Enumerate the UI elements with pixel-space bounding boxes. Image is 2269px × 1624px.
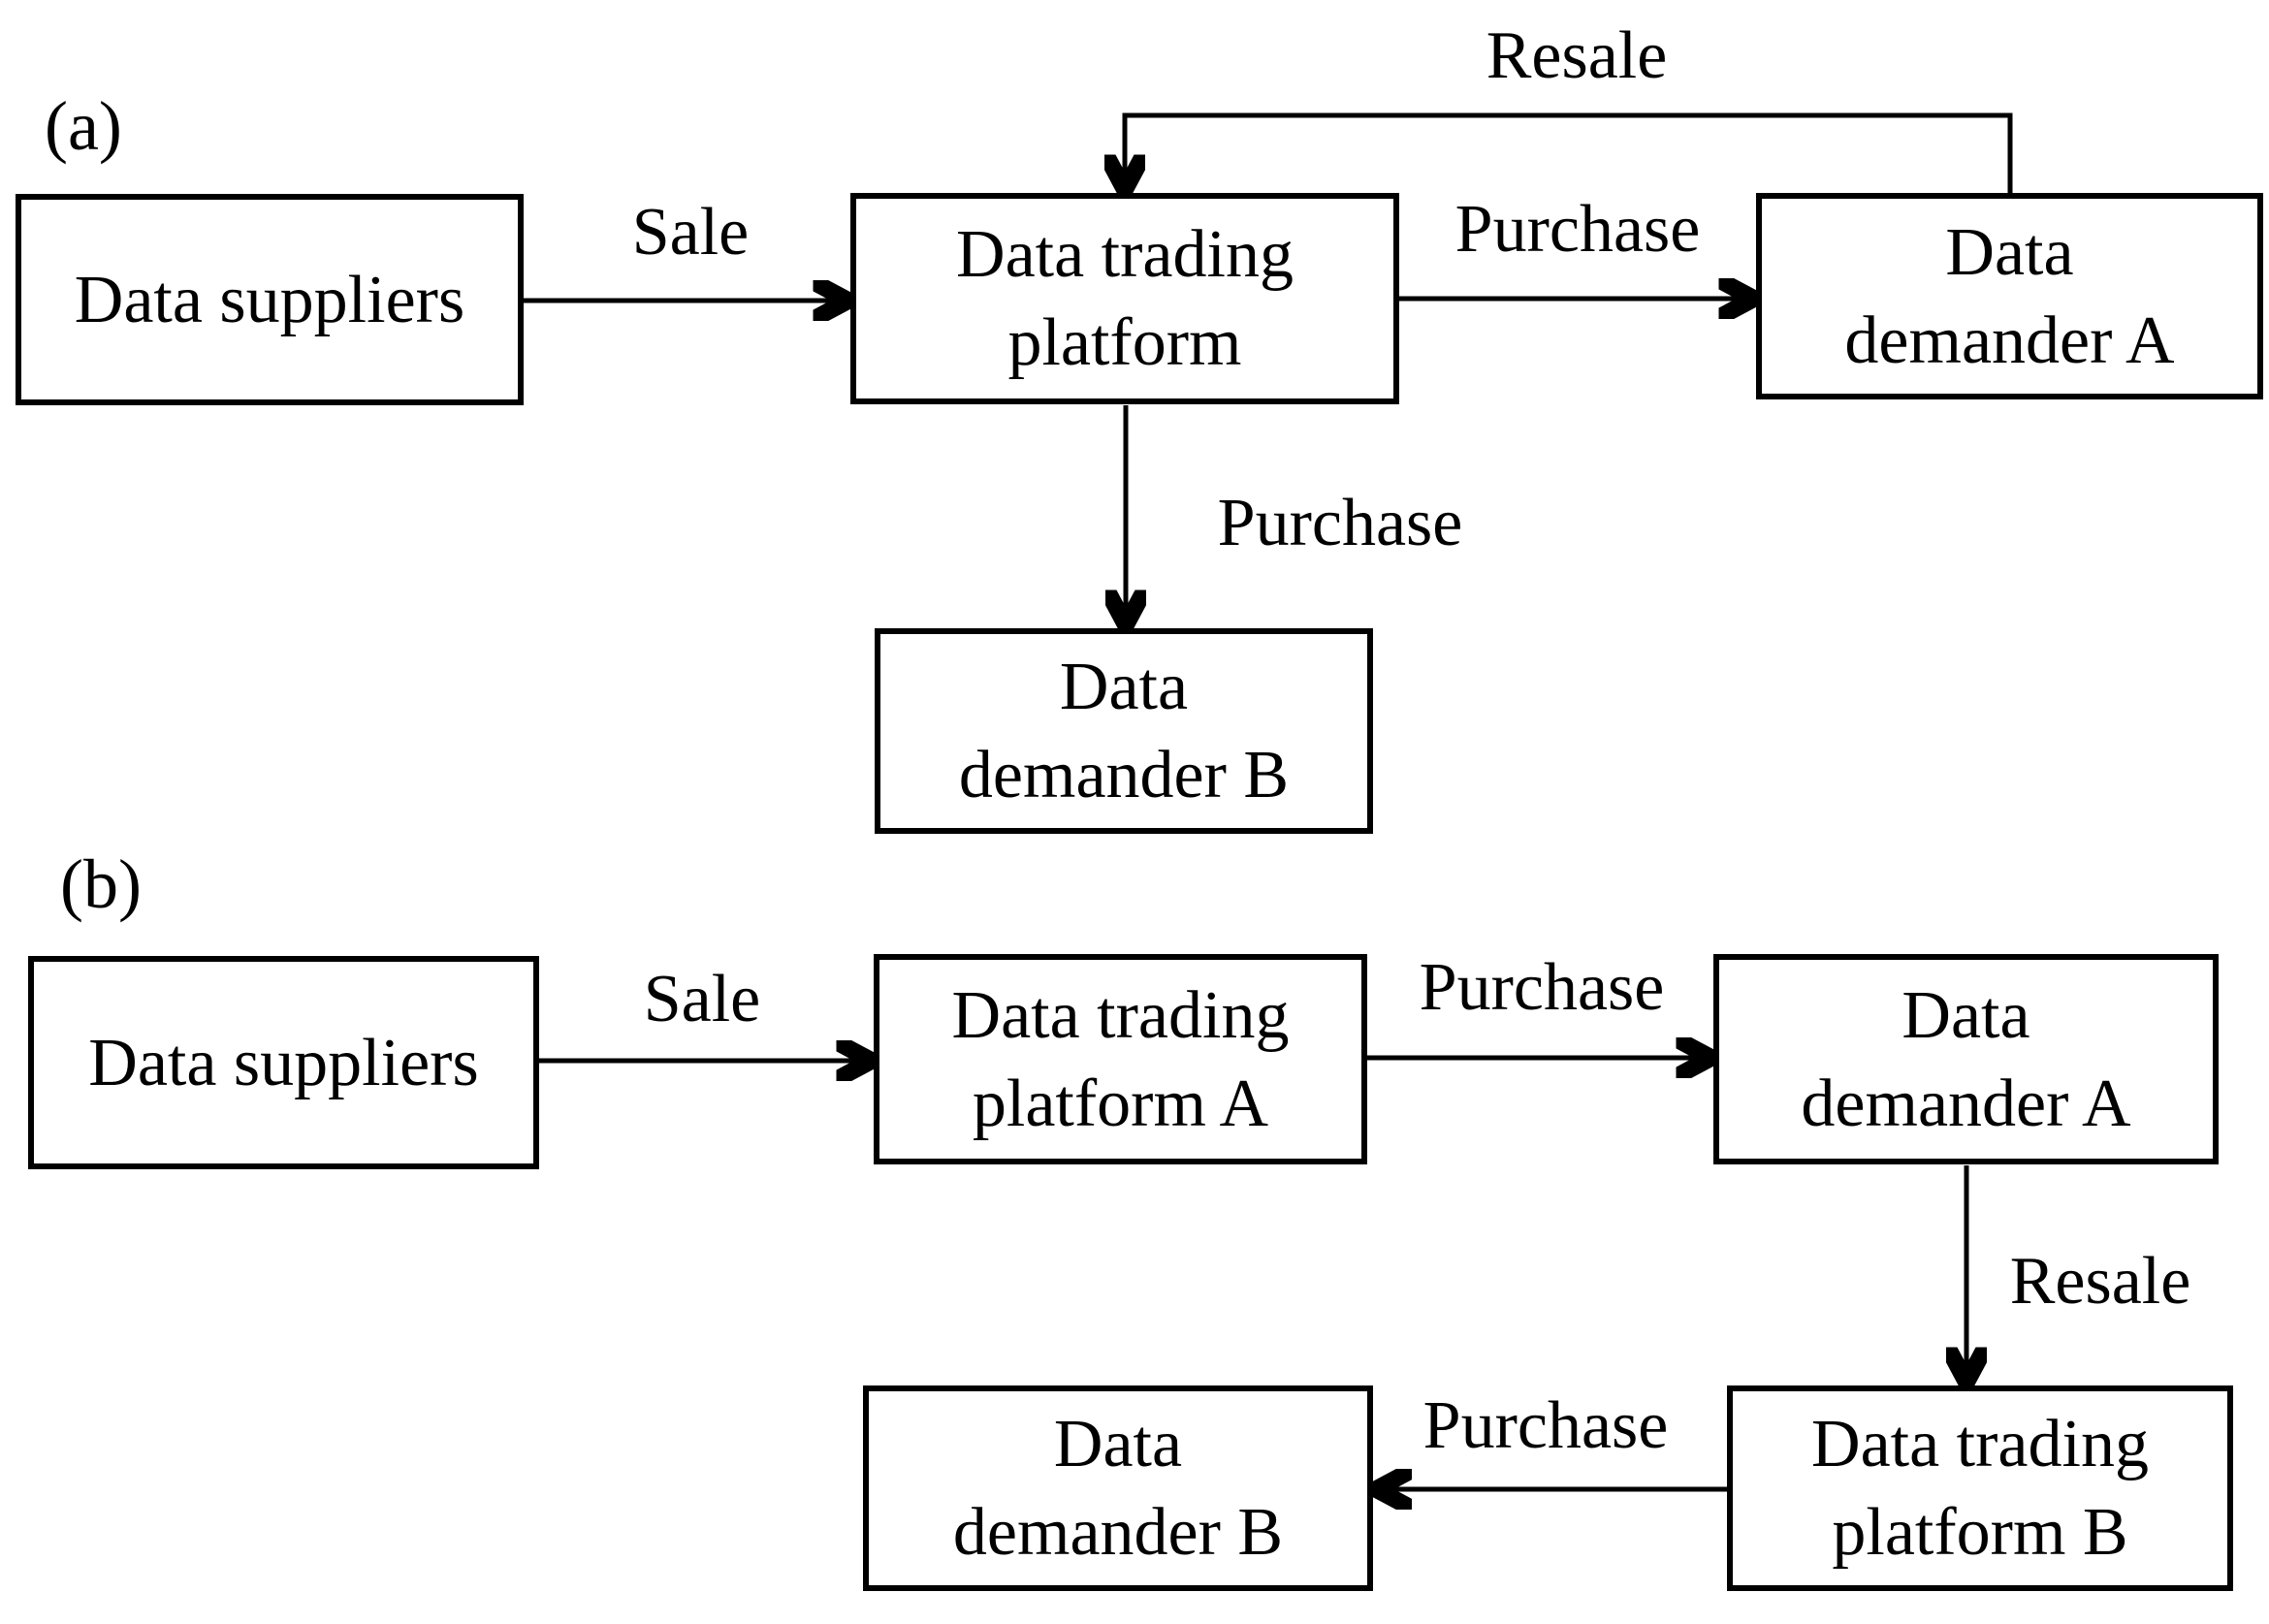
node-b-data-trading-platform-a: Data trading platform A bbox=[874, 954, 1367, 1164]
edge-label-a-sale: Sale bbox=[631, 195, 750, 270]
edge-label-b-sale: Sale bbox=[643, 962, 761, 1036]
node-b-data-trading-platform-b: Data trading platform B bbox=[1727, 1385, 2233, 1591]
arrow-resale-a-loop bbox=[1125, 112, 2013, 196]
panel-a-label: (a) bbox=[45, 87, 122, 165]
edge-label-a-purchase-demander-b: Purchase bbox=[1217, 486, 1463, 560]
node-a-data-demander-b: Data demander B bbox=[875, 628, 1373, 834]
edge-label-a-resale: Resale bbox=[1486, 18, 1668, 93]
node-b-data-demander-b: Data demander B bbox=[863, 1385, 1373, 1591]
edge-label-a-purchase-demander-a: Purchase bbox=[1454, 192, 1701, 267]
edge-label-b-purchase-demander-b: Purchase bbox=[1422, 1388, 1669, 1463]
node-b-data-suppliers: Data suppliers bbox=[28, 956, 539, 1169]
node-b-data-demander-a: Data demander A bbox=[1713, 954, 2219, 1164]
edge-label-b-purchase-demander-a: Purchase bbox=[1419, 950, 1665, 1025]
node-a-data-suppliers: Data suppliers bbox=[16, 194, 524, 405]
node-a-data-trading-platform: Data trading platform bbox=[850, 193, 1399, 404]
node-a-data-demander-a: Data demander A bbox=[1756, 193, 2263, 399]
edge-label-b-resale: Resale bbox=[2009, 1244, 2191, 1319]
panel-b-label: (b) bbox=[60, 845, 142, 923]
